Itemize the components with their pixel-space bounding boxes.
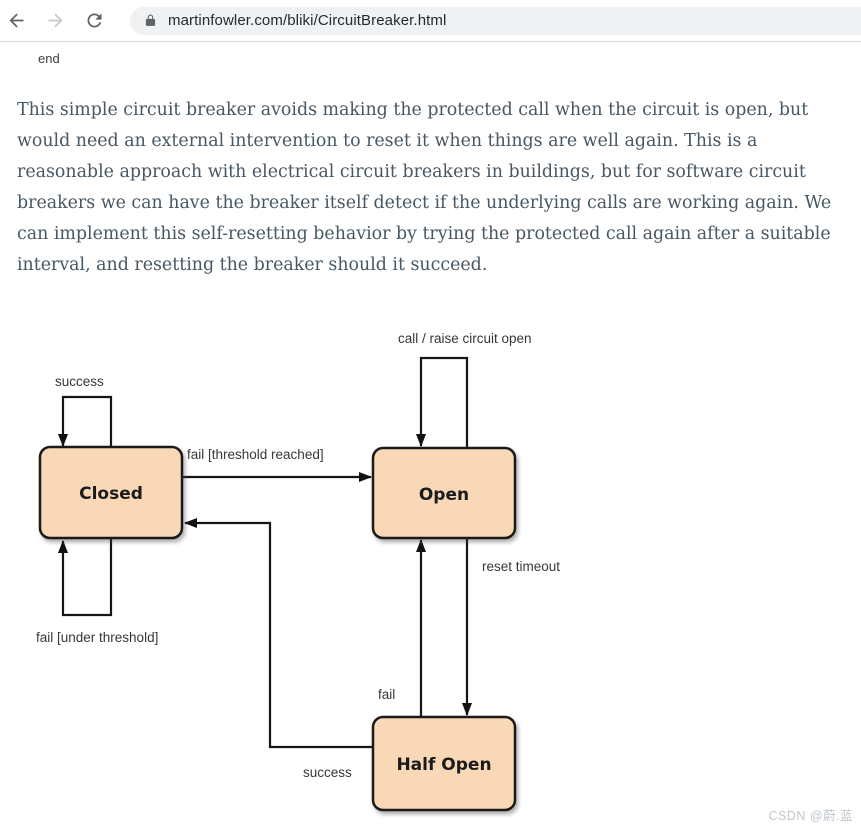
- watermark: CSDN @蔚.蓝: [768, 809, 853, 823]
- edge-closed-fail-under-threshold-loop: [58, 538, 113, 617]
- browser-toolbar: martinfowler.com/bliki/CircuitBreaker.ht…: [0, 0, 861, 42]
- edge-label-success-top: success: [55, 374, 104, 389]
- state-open-label: Open: [419, 485, 469, 505]
- edge-label-fail-threshold-reached: fail [threshold reached]: [187, 447, 324, 462]
- edge-halfopen-to-closed: [184, 518, 373, 749]
- code-end-text: end: [38, 51, 60, 66]
- edge-label-call-raise-circuit-open: call / raise circuit open: [398, 331, 532, 346]
- reload-icon: [87, 13, 101, 28]
- state-half-open-box: [371, 715, 517, 812]
- back-button[interactable]: [4, 9, 28, 33]
- state-closed-box: [38, 445, 184, 540]
- lock-icon: [144, 14, 157, 27]
- forward-button[interactable]: [43, 9, 67, 33]
- article-paragraph: This simple circuit breaker avoids makin…: [17, 100, 832, 275]
- state-half-open-label: Half Open: [396, 755, 491, 775]
- edge-label-success-bottom: success: [303, 765, 352, 780]
- edge-label-fail-under-threshold: fail [under threshold]: [36, 630, 158, 645]
- edge-label-reset-timeout: reset timeout: [482, 559, 560, 574]
- url-text: martinfowler.com/bliki/CircuitBreaker.ht…: [168, 12, 447, 29]
- address-bar[interactable]: martinfowler.com/bliki/CircuitBreaker.ht…: [130, 6, 861, 35]
- reload-button[interactable]: [82, 9, 106, 33]
- edge-open-call-loop: [416, 356, 469, 448]
- state-closed-label: Closed: [79, 484, 143, 504]
- state-open-box: [371, 446, 517, 540]
- circuit-breaker-state-diagram: success fail [threshold reached] fail [u…: [36, 331, 560, 812]
- back-arrow-icon: [9, 13, 23, 28]
- edge-closed-success-loop: [58, 395, 113, 447]
- edge-label-fail: fail: [378, 687, 395, 702]
- forward-arrow-icon: [48, 13, 62, 28]
